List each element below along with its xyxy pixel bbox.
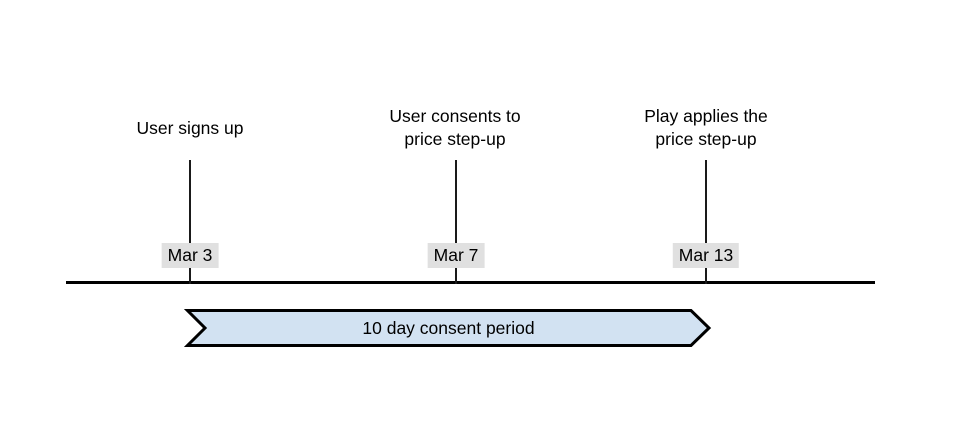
event-title-signup: User signs up (136, 118, 244, 138)
banner-arrow-polygon (183, 309, 712, 347)
timeline-axis (66, 281, 875, 284)
event-title-consent: User consents to price step-up (389, 106, 521, 149)
event-date-consent: Mar 7 (427, 243, 485, 268)
banner-arrow-shape (183, 309, 712, 347)
consent-period-banner: 10 day consent period (183, 309, 712, 347)
event-stem-apply (705, 160, 707, 284)
event-stem-consent (455, 160, 457, 284)
event-date-signup: Mar 3 (161, 243, 219, 268)
event-title-apply: Play applies the price step-up (644, 106, 768, 149)
event-date-apply: Mar 13 (672, 243, 740, 268)
event-stem-signup (189, 160, 191, 284)
